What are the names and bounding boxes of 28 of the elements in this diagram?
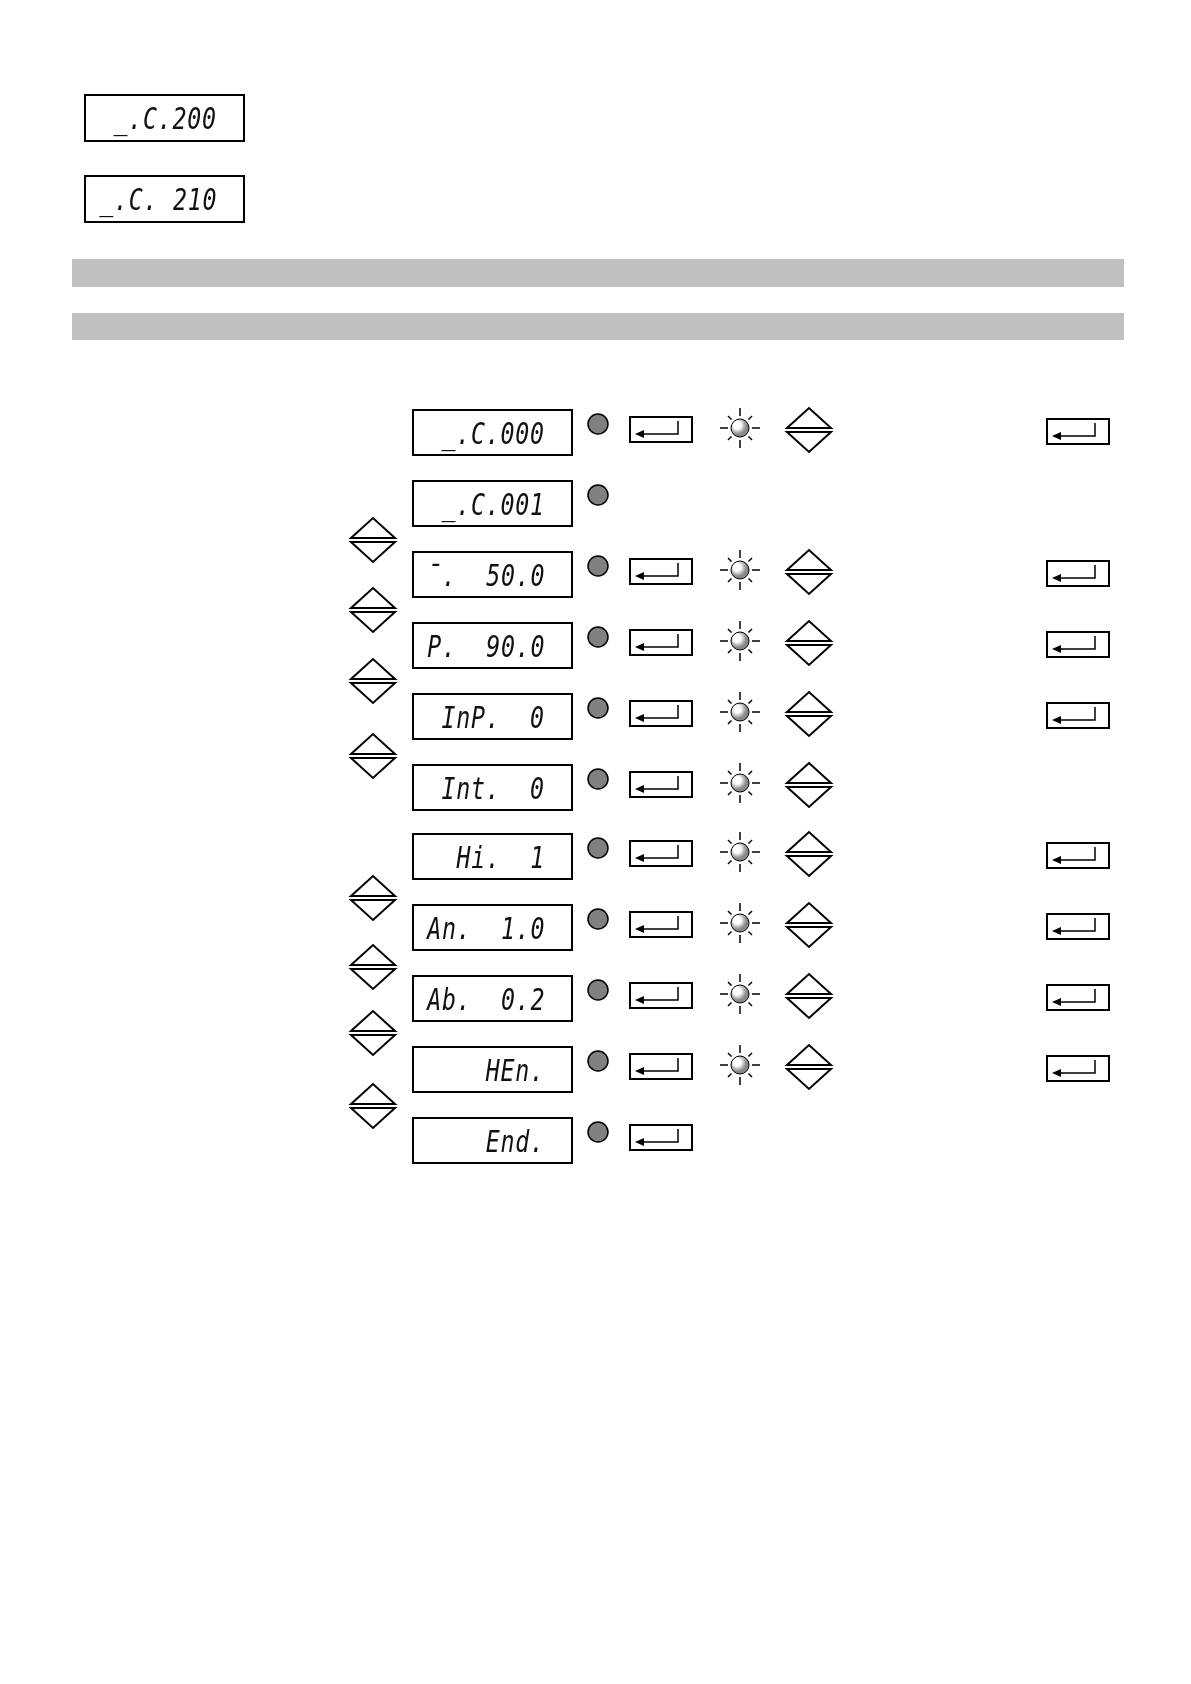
display-box <box>412 551 573 598</box>
display-box <box>412 622 573 669</box>
display-reading: InP. 0 <box>441 698 545 735</box>
display-reading: End. <box>486 1122 545 1159</box>
display-box <box>412 764 573 811</box>
display-box <box>84 94 245 142</box>
display-reading: ¯. 50.0 <box>427 556 545 593</box>
display-reading: Int. 0 <box>441 769 545 806</box>
display-box <box>412 1046 573 1093</box>
display-reading: _.C. 210 <box>99 181 217 217</box>
display-reading: P. 90.0 <box>427 627 545 664</box>
display-reading: Hi. 1 <box>456 838 545 875</box>
display-reading: _.C.000 <box>441 414 545 451</box>
display-reading: _.C.001 <box>441 485 545 522</box>
display-box <box>412 975 573 1022</box>
section-bar <box>72 313 1124 340</box>
display-box <box>412 904 573 951</box>
display-box <box>412 480 573 527</box>
display-box <box>412 833 573 880</box>
display-reading: HEn. <box>486 1051 545 1088</box>
display-box <box>412 1117 573 1164</box>
section-bar <box>72 259 1124 287</box>
display-reading: Ab. 0.2 <box>427 980 545 1017</box>
display-box <box>412 693 573 740</box>
display-reading: An. 1.0 <box>427 909 545 946</box>
display-box <box>84 175 245 223</box>
display-reading: _.C.200 <box>113 100 217 136</box>
display-box <box>412 409 573 456</box>
